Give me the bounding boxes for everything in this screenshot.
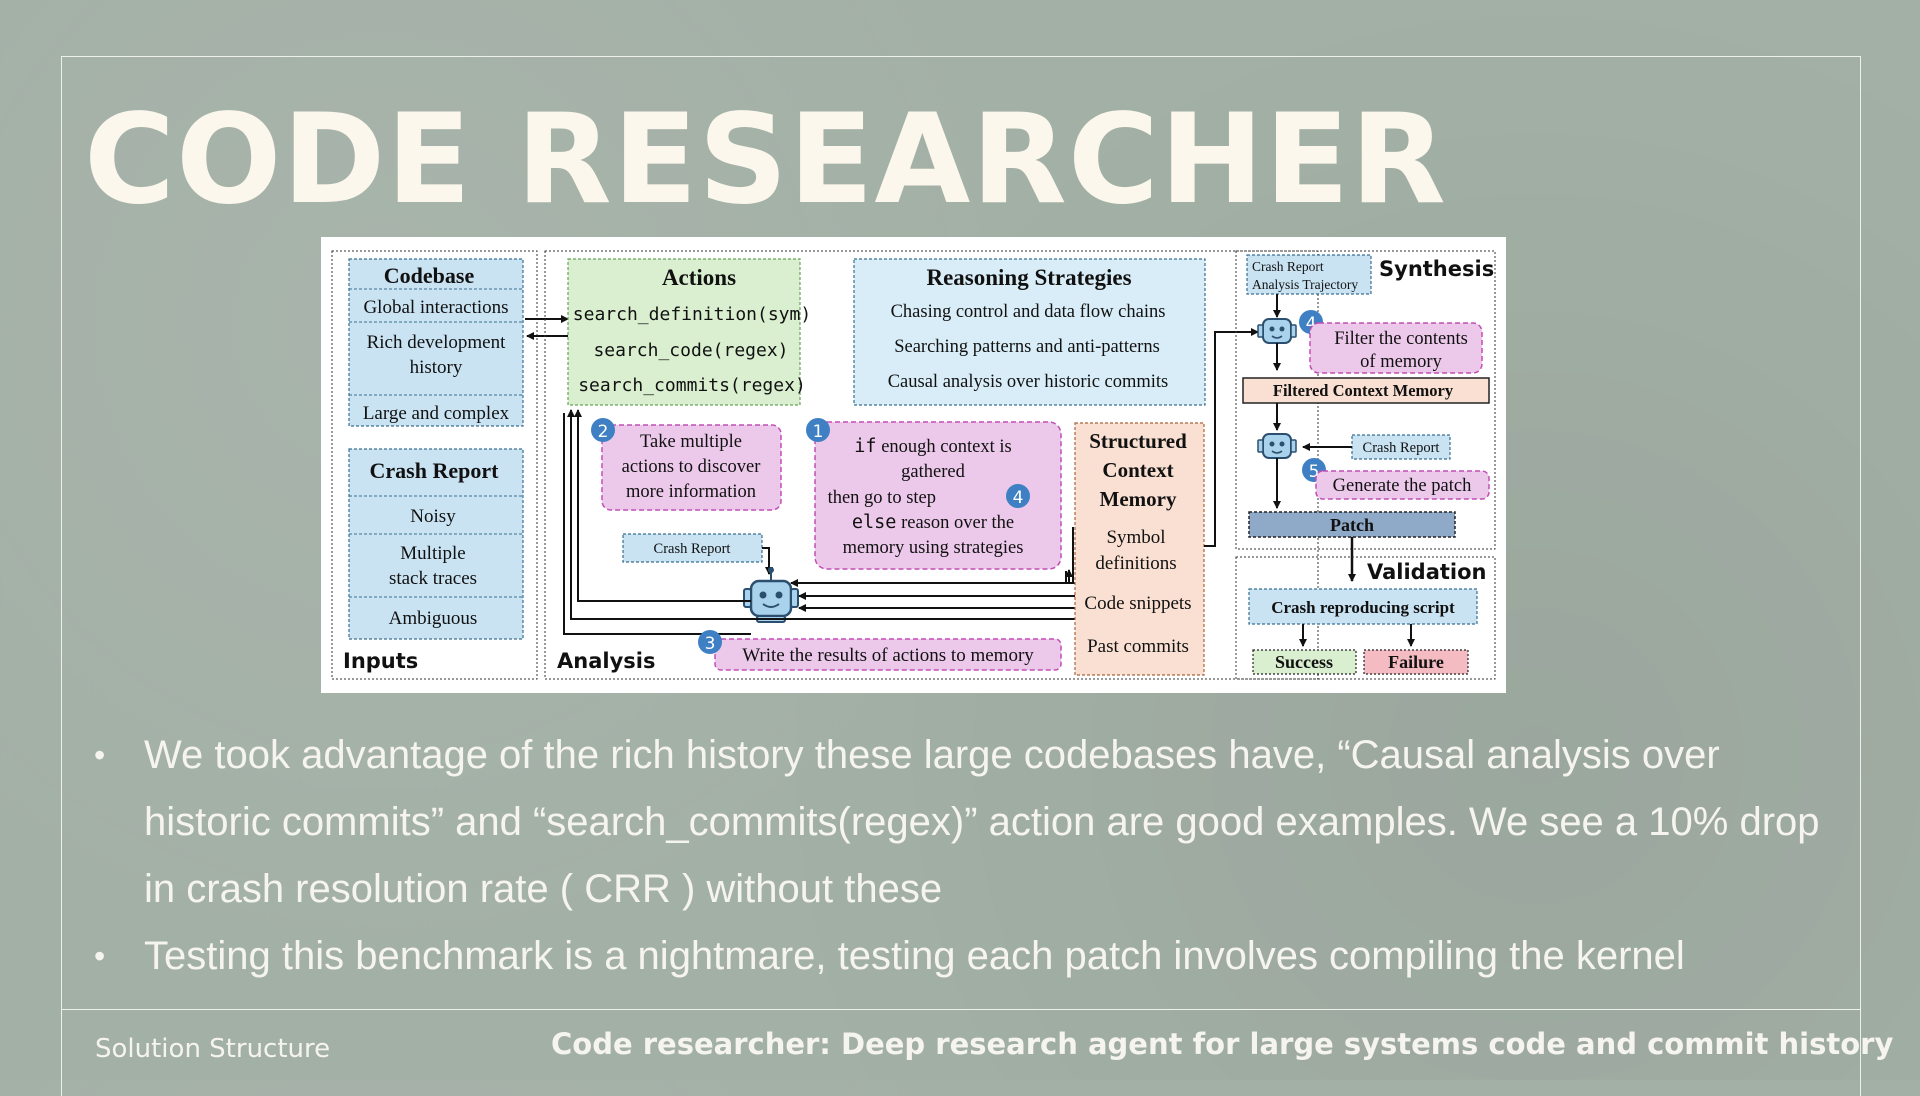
crash-item-stack: stack traces: [389, 568, 477, 589]
generate-patch-label: Generate the patch: [1333, 476, 1472, 496]
actions-title: Actions: [662, 265, 736, 290]
step1-goto4-circle: [1006, 484, 1030, 508]
step2-line2: actions to discover: [622, 457, 761, 477]
memory-item-definitions: definitions: [1095, 553, 1176, 574]
step1-line3: then go to step: [828, 488, 936, 508]
bullet-item: We took advantage of the rich history th…: [94, 722, 1834, 923]
step5-number: 5: [1309, 462, 1320, 482]
crash-item-multiple: Multiple: [400, 543, 465, 564]
validation-panel: [1235, 556, 1496, 680]
step1-line4: else reason over the: [852, 512, 1014, 533]
step1-goto4-number: 4: [1013, 488, 1024, 508]
crash-script-label: Crash reproducing script: [1271, 598, 1455, 617]
step2-line1: Take multiple: [640, 432, 742, 452]
failure-label: Failure: [1388, 652, 1444, 672]
step1-line5: memory using strategies: [843, 538, 1024, 558]
step1-box: [814, 421, 1062, 570]
action-search-commits: search_commits(regex): [578, 375, 806, 396]
success-label: Success: [1275, 652, 1333, 672]
step1-number: 1: [813, 422, 824, 442]
filter-memory-box: [1309, 322, 1483, 374]
step3-label: Write the results of actions to memory: [742, 645, 1034, 666]
step3-box: [714, 638, 1062, 671]
success-box: [1252, 649, 1357, 675]
codebase-item-history: history: [410, 357, 463, 378]
strategy-chasing: Chasing control and data flow chains: [891, 302, 1166, 322]
memory-item-symbol: Symbol: [1106, 527, 1165, 548]
analysis-label: Analysis: [557, 649, 655, 673]
filter-line1: Filter the contents: [1334, 329, 1468, 349]
step2-number: 2: [598, 422, 609, 442]
actions-box: [567, 258, 801, 406]
memory-title-3: Memory: [1100, 487, 1177, 511]
crash-item-ambiguous: Ambiguous: [389, 608, 478, 629]
step2-line3: more information: [626, 482, 756, 502]
analysis-robot-icon: [743, 567, 799, 623]
synthesis-robot-icon-1: [1257, 318, 1297, 344]
step1-line2: gathered: [901, 462, 965, 482]
trajectory-line2: Analysis Trajectory: [1252, 277, 1358, 292]
inputs-panel: [331, 250, 538, 680]
synthesis-crash-report-label: Crash Report: [1363, 440, 1440, 456]
crash-report-box: [348, 448, 524, 640]
crash-item-noisy: Noisy: [410, 506, 456, 527]
memory-title-1: Structured: [1089, 429, 1187, 453]
structured-memory-box: [1074, 422, 1205, 676]
crash-reproducing-script: [1248, 588, 1478, 625]
footer-section-label: Solution Structure: [95, 1034, 331, 1064]
trajectory-box: [1246, 254, 1372, 295]
synthesis-label: Synthesis: [1379, 257, 1494, 281]
analysis-panel: [544, 250, 1319, 680]
codebase-item-global: Global interactions: [363, 297, 508, 318]
filter-line2: of memory: [1360, 352, 1442, 372]
crash-report-title: Crash Report: [370, 458, 500, 483]
bullet-list: We took advantage of the rich history th…: [94, 722, 1834, 990]
memory-item-snippets: Code snippets: [1084, 593, 1191, 614]
step3-circle: [698, 630, 722, 654]
architecture-diagram: Codebase Global interactions Rich develo…: [321, 237, 1506, 693]
action-search-definition: search_definition(sym): [573, 304, 811, 325]
step1-line1: if enough context is: [854, 436, 1011, 457]
filtered-memory-label: Filtered Context Memory: [1273, 381, 1454, 400]
failure-box: [1363, 649, 1469, 675]
inputs-label: Inputs: [343, 649, 418, 673]
step2-circle: [591, 418, 615, 442]
codebase-item-large: Large and complex: [363, 403, 510, 424]
memory-title-2: Context: [1102, 458, 1173, 482]
strategies-title: Reasoning Strategies: [926, 265, 1131, 290]
slide-title: CODE RESEARCHER: [84, 88, 1447, 232]
bullet-item: Testing this benchmark is a nightmare, t…: [94, 923, 1834, 990]
slide-frame: [61, 56, 1861, 1096]
action-search-code: search_code(regex): [593, 340, 788, 361]
generate-patch-box: [1315, 470, 1490, 500]
reasoning-strategies-box: [853, 258, 1206, 406]
footer-paper-title: Code researcher: Deep research agent for…: [551, 1027, 1894, 1061]
analysis-crash-report-label: Crash Report: [654, 541, 731, 557]
trajectory-line1: Crash Report: [1252, 259, 1324, 274]
strategy-causal: Causal analysis over historic commits: [888, 372, 1169, 392]
synthesis-robot-icon-2: [1257, 433, 1297, 459]
codebase-item-rich: Rich development: [367, 332, 506, 353]
synthesis-crash-report: [1351, 434, 1451, 460]
step4-number: 4: [1306, 314, 1317, 334]
codebase-title: Codebase: [384, 263, 475, 288]
synthesis-panel: [1235, 250, 1496, 550]
patch-box: [1248, 511, 1456, 538]
memory-item-commits: Past commits: [1087, 636, 1189, 657]
footer-divider: [61, 1009, 1861, 1010]
patch-label: Patch: [1330, 515, 1374, 535]
step2-box: [601, 424, 782, 511]
codebase-box: [348, 258, 524, 427]
strategy-searching: Searching patterns and anti-patterns: [894, 337, 1160, 357]
step1-circle: [806, 418, 830, 442]
step3-number: 3: [705, 634, 716, 654]
filtered-context-memory: [1242, 377, 1490, 404]
validation-label: Validation: [1367, 560, 1487, 584]
